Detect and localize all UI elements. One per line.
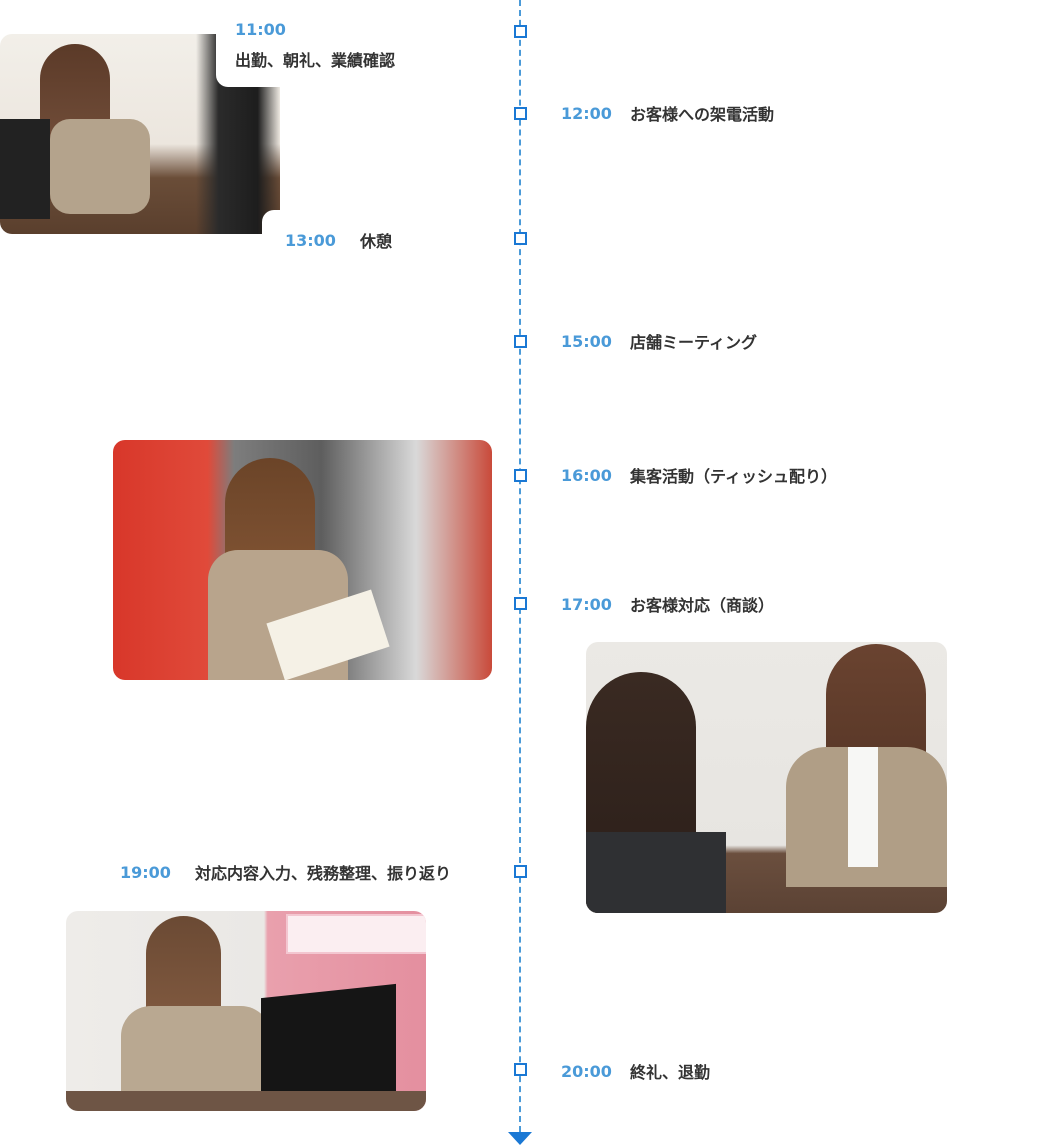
timeline-marker-icon [514, 597, 527, 610]
timeline-entry-1600: 16:00 集客活動（ティッシュ配り） [561, 463, 837, 487]
entry-label: お客様への架電活動 [629, 105, 774, 124]
timeline-entry-1300: 13:00 休憩 [285, 228, 392, 252]
entry-label: 終礼、退勤 [629, 1063, 710, 1082]
timeline-entry-1700: 17:00 お客様対応（商談） [561, 592, 774, 616]
timeline-marker-icon [514, 25, 527, 38]
photo-desk-work [0, 34, 280, 234]
timeline-entry-1100: 11:00 出勤、朝礼、業績確認 [235, 20, 395, 71]
timeline-line [519, 0, 521, 1132]
photo-data-entry [66, 911, 426, 1111]
entry-time: 19:00 [120, 862, 171, 882]
timeline-marker-icon [514, 335, 527, 348]
timeline-entry-1900: 19:00 対応内容入力、残務整理、振り返り [120, 860, 451, 884]
timeline-entry-2000: 20:00 終礼、退勤 [561, 1059, 710, 1083]
timeline-marker-icon [514, 865, 527, 878]
entry-time: 17:00 [561, 594, 612, 614]
timeline-entry-1200: 12:00 お客様への架電活動 [561, 101, 774, 125]
arrow-down-icon [508, 1132, 532, 1145]
timeline-marker-icon [514, 1063, 527, 1076]
entry-label: 店舗ミーティング [629, 333, 757, 352]
timeline-marker-icon [514, 107, 527, 120]
entry-time: 11:00 [235, 20, 286, 39]
timeline-marker-icon [514, 469, 527, 482]
timeline-entry-1500: 15:00 店舗ミーティング [561, 329, 757, 353]
entry-time: 15:00 [561, 331, 612, 351]
entry-time: 20:00 [561, 1061, 612, 1081]
entry-time: 16:00 [561, 465, 612, 485]
entry-label: 対応内容入力、残務整理、振り返り [194, 864, 451, 883]
timeline-marker-icon [514, 232, 527, 245]
entry-label: 集客活動（ティッシュ配り） [629, 467, 837, 486]
entry-label: お客様対応（商談） [629, 596, 774, 615]
photo-flyer-distribution [113, 440, 492, 680]
entry-time: 13:00 [285, 230, 336, 250]
entry-time: 12:00 [561, 103, 612, 123]
entry-label: 出勤、朝礼、業績確認 [235, 51, 396, 70]
entry-label: 休憩 [359, 232, 392, 251]
photo-customer-meeting [586, 642, 947, 913]
